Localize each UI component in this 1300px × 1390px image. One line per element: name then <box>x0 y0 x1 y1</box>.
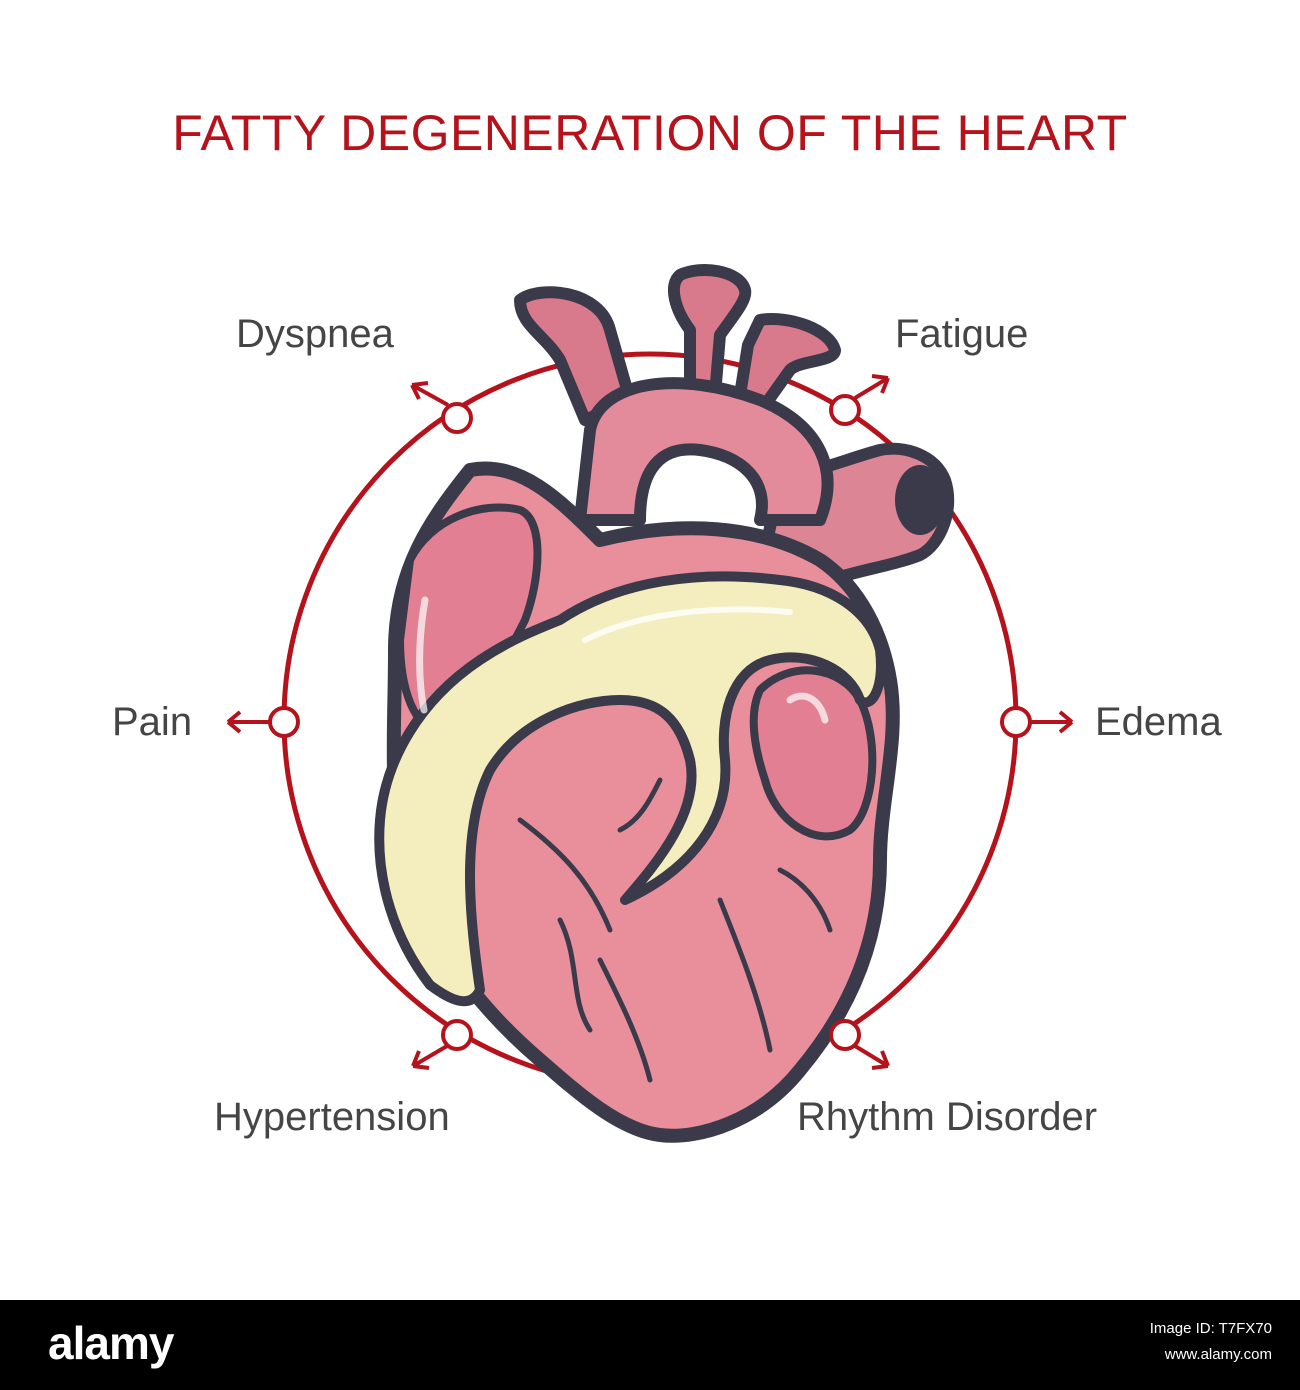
arrow-fatigue-icon <box>853 374 890 400</box>
arrow-pain-icon <box>226 710 270 734</box>
symptom-label-dyspnea: Dyspnea <box>236 312 394 356</box>
marker-dyspnea <box>441 402 473 434</box>
left-atrial-appendage <box>749 666 877 841</box>
fat-highlight <box>582 606 793 643</box>
symptom-label-fatigue: Fatigue <box>895 312 1029 356</box>
symptom-label-edema: Edema <box>1095 700 1222 744</box>
marker-rhythm <box>829 1019 861 1051</box>
aorta-branches <box>667 264 752 401</box>
marker-fatigue <box>829 394 861 426</box>
markers <box>226 374 1074 1070</box>
marker-pain <box>268 706 300 738</box>
heart-diagram <box>226 264 1074 1143</box>
arrow-dyspnea-icon <box>410 381 449 407</box>
image-id-block: Image ID: T7FX70 www.alamy.com <box>1150 1316 1272 1368</box>
site-url-text: www.alamy.com <box>1164 1346 1272 1363</box>
vessel-opening <box>895 465 945 535</box>
marker-edema <box>1000 706 1032 738</box>
ventricle-highlight <box>786 692 829 724</box>
arrow-rhythm-icon <box>853 1044 890 1070</box>
symptom-label-pain: Pain <box>112 700 193 744</box>
heart-highlight <box>416 596 429 714</box>
arrow-hypertension-icon <box>411 1044 449 1070</box>
page-title: FATTY DEGENERATION OF THE HEART <box>172 105 1128 161</box>
aortic-arch <box>574 377 834 526</box>
fat-deposit <box>374 571 886 1007</box>
symptom-label-hypertension: Hypertension <box>214 1095 450 1139</box>
pulmonary-veins <box>514 286 636 426</box>
symptom-label-rhythm-disorder: Rhythm Disorder <box>797 1095 1098 1139</box>
artery-branch-right <box>734 313 841 411</box>
marker-hypertension <box>441 1019 473 1051</box>
stock-footer-bar: alamy Image ID: T7FX70 www.alamy.com <box>0 1300 1300 1390</box>
arrow-edema-icon <box>1030 710 1074 734</box>
heart-illustration <box>374 264 955 1143</box>
image-id-text: Image ID: T7FX70 <box>1149 1320 1272 1337</box>
coronary-vessels <box>517 777 833 1083</box>
alamy-logo: alamy <box>48 1317 174 1369</box>
